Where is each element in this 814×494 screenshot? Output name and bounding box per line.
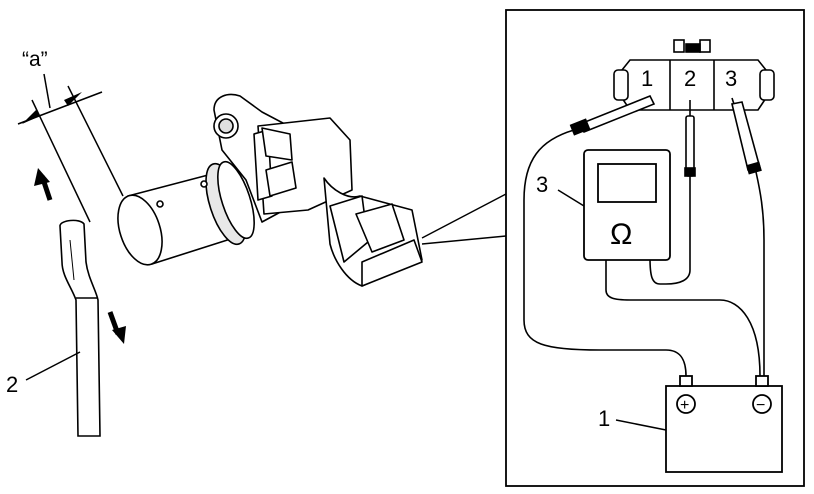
ohm-symbol-icon: Ω <box>610 218 632 251</box>
terminal-2-label: 2 <box>684 66 696 91</box>
gap-measurement <box>17 73 124 223</box>
terminal-connector <box>613 39 775 111</box>
battery-negative-icon <box>752 394 772 414</box>
battery-label: 1 <box>598 406 610 431</box>
gap-arrow-right <box>64 92 82 106</box>
callout-lines <box>421 193 507 245</box>
arrow-up-icon <box>34 168 53 201</box>
battery-positive-icon <box>676 394 696 414</box>
sensor-probe-tip <box>117 194 163 266</box>
ohmmeter-leader-line <box>557 189 585 207</box>
ohmmeter-label: 3 <box>536 172 548 197</box>
ohmmeter-display <box>597 163 657 203</box>
screwdriver-leader-line <box>25 351 81 381</box>
battery-negative-post <box>755 375 769 387</box>
gap-leader-line <box>43 73 51 109</box>
battery-leader-line <box>615 419 667 431</box>
ohmmeter <box>583 149 671 261</box>
gap-extension-line-right <box>67 85 124 197</box>
movement-arrows <box>34 168 126 344</box>
battery-positive-post <box>679 375 693 387</box>
screwdriver <box>59 219 101 437</box>
gap-arrow-left <box>22 110 40 124</box>
terminal-1-label: 1 <box>641 66 653 91</box>
gap-extension-line-left <box>31 99 91 223</box>
wires <box>523 129 765 377</box>
test-probes <box>569 94 762 177</box>
terminal-3-label: 3 <box>725 66 737 91</box>
battery-plus-sign: + <box>680 397 689 414</box>
screwdriver-label: 2 <box>6 372 18 397</box>
arrow-down-icon <box>107 311 126 344</box>
gap-label-a: “a” <box>22 48 48 71</box>
sensor <box>117 93 423 287</box>
battery <box>665 375 783 473</box>
battery-minus-sign: − <box>756 397 765 414</box>
